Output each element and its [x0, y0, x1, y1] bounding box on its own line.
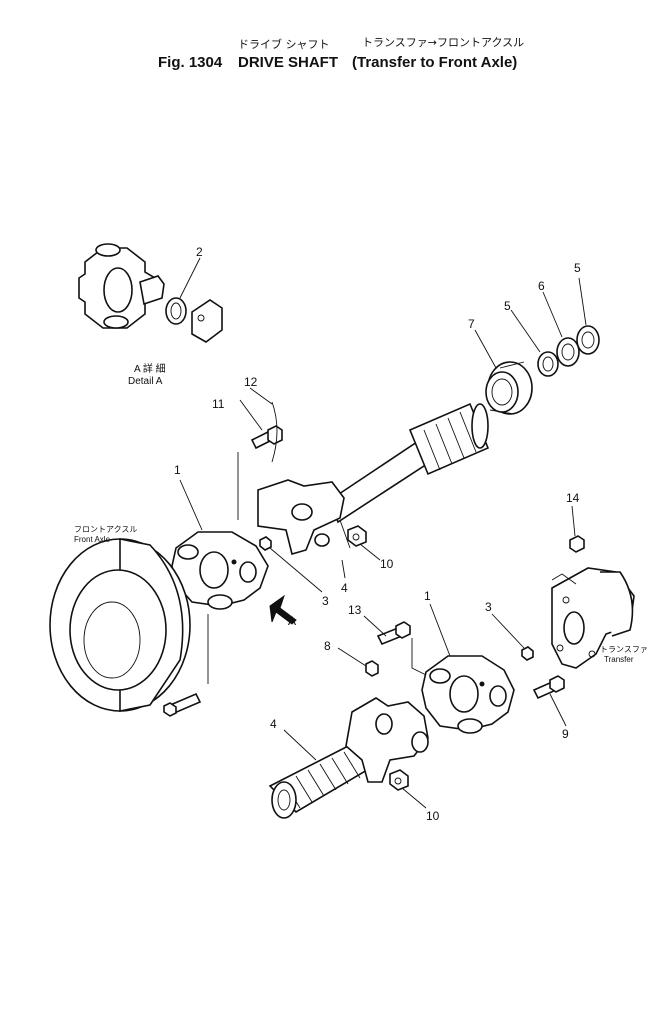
lower-shaft-end — [271, 781, 297, 819]
figure-title: ドライブ シャフト トランスファ→フロントアクスル Fig. 1304 DRIV… — [158, 36, 524, 71]
callout-7: 7 — [468, 317, 475, 331]
detail-bearing-cap — [191, 299, 223, 343]
lower-grease-fitting — [521, 646, 534, 661]
callout-14: 14 — [566, 491, 580, 505]
callout-3b: 3 — [485, 600, 492, 614]
front-axle-label-en: Front Axle — [74, 535, 111, 544]
front-axle-label-jp: フロントアクスル — [74, 525, 137, 534]
upper-spider: 1 3 — [171, 463, 329, 684]
detail-label-jp: A 詳 細 — [134, 362, 166, 375]
callout-12: 12 — [244, 375, 258, 389]
bolt-13-group: 13 — [348, 603, 429, 677]
title-fig-number: Fig. 1304 — [158, 54, 223, 71]
callout-6: 6 — [538, 279, 545, 293]
callout-5a: 5 — [504, 299, 511, 313]
title-jp-sub: トランスファ→フロントアクスル — [362, 36, 524, 49]
callout-9: 9 — [562, 727, 569, 741]
upper-nut — [347, 525, 367, 547]
lower-drive-shaft: 10 4 — [268, 697, 440, 823]
upper-grease-fitting — [259, 536, 272, 551]
transfer-label-en: Transfer — [604, 655, 634, 664]
bearing-6 — [556, 337, 580, 367]
transfer-label-jp: トランスファ — [600, 645, 648, 654]
transfer-flange: トランスファ Transfer 14 — [551, 491, 648, 669]
callout-5b: 5 — [574, 261, 581, 275]
nut-14 — [569, 535, 585, 553]
arrow-a-label: A — [288, 614, 296, 628]
bolt-11-head — [267, 425, 283, 445]
callout-10b: 10 — [426, 809, 440, 823]
callout-8: 8 — [324, 639, 331, 653]
lower-spider: 1 3 — [421, 589, 534, 734]
callout-4b: 4 — [270, 717, 277, 731]
seal-5-right — [576, 325, 600, 355]
lower-shaft-yoke — [345, 697, 429, 783]
detail-cap-top — [95, 243, 121, 257]
detail-seal-ring — [165, 297, 187, 325]
lower-nut — [389, 769, 409, 791]
title-en-sub: (Transfer to Front Axle) — [352, 54, 517, 71]
fitting-8 — [365, 660, 379, 677]
front-axle: フロントアクスル Front Axle — [49, 525, 202, 717]
front-axle-hub — [69, 569, 167, 691]
upper-drive-shaft: 10 4 — [257, 402, 490, 595]
title-name: DRIVE SHAFT — [238, 54, 338, 71]
grease-fitting-8: 8 — [324, 639, 379, 677]
callout-1b: 1 — [424, 589, 431, 603]
callout-2: 2 — [196, 245, 203, 259]
detail-spider-bore — [103, 267, 133, 313]
callout-4a: 4 — [341, 581, 348, 595]
callout-1a: 1 — [174, 463, 181, 477]
callout-13: 13 — [348, 603, 362, 617]
detail-cap-bottom — [103, 315, 129, 329]
upper-shaft-spline — [408, 402, 490, 476]
callout-3a: 3 — [322, 594, 329, 608]
bolt-11-group: 11 12 — [212, 375, 283, 520]
callout-11: 11 — [212, 397, 225, 411]
arrow-a-icon — [269, 594, 297, 625]
detail-cap-right — [139, 275, 165, 306]
detail-a-assembly: 2 A 詳 細 Detail A — [78, 243, 223, 387]
bolt-9-group: 9 — [532, 675, 569, 741]
detail-label-en: Detail A — [128, 376, 163, 387]
callout-10a: 10 — [380, 557, 394, 571]
seal-5-left — [537, 351, 559, 377]
bearing-group: 7 5 6 5 — [468, 261, 600, 415]
title-jp-main: ドライブ シャフト — [238, 37, 330, 51]
view-arrow-a: A — [269, 594, 297, 628]
